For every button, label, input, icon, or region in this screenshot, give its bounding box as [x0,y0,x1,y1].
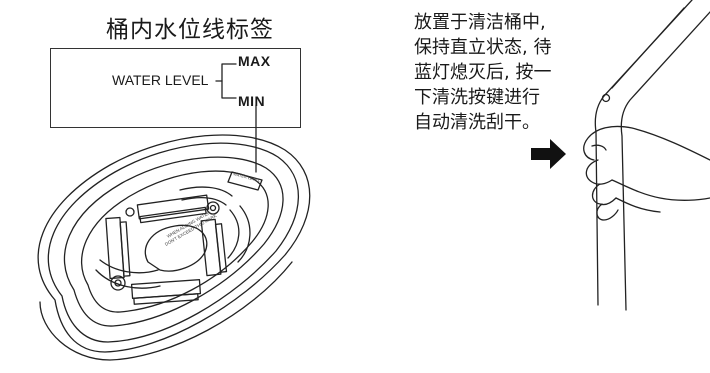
bucket-rim-text: WATER LEVEL [233,171,262,183]
water-level-label-box [50,48,301,128]
instruction-line: 保持直立状态, 待 [414,37,552,58]
instruction-line: 下清洗按键进行 [414,87,540,108]
instruction-line: 放置于清洁桶中, [414,12,546,33]
min-mark-text: MIN [238,93,266,109]
diagram-title: 桶内水位线标签 [106,17,274,43]
water-level-text: WATER LEVEL [112,72,209,88]
bucket-icon [37,134,311,361]
instruction-text: 放置于清洁桶中, 保持直立状态, 待 蓝灯熄灭后, 按一 下清洗按键进行 自动清… [414,10,614,135]
instruction-line: 蓝灯熄灭后, 按一 [414,62,552,83]
instruction-line: 自动清洗刮干。 [414,112,540,133]
hand-icon [583,0,710,311]
max-mark-text: MAX [238,53,271,69]
right-arrow-icon [531,139,566,169]
level-bracket [215,63,237,99]
